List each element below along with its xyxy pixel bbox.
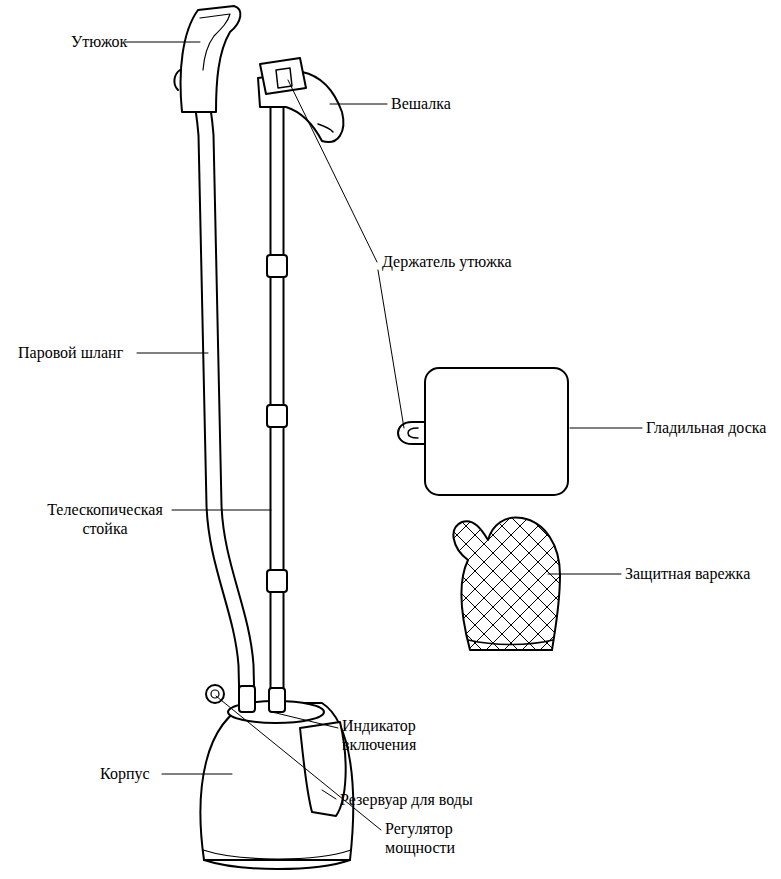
board-clip: [398, 422, 425, 444]
part-label: Резервуар для воды: [340, 790, 473, 809]
board-clip-inner: [408, 428, 418, 438]
ironing-board: [425, 368, 568, 495]
pole-clips: [267, 255, 287, 592]
mitt-cuff: [468, 640, 553, 645]
part-label: Индикатор включения: [342, 716, 452, 754]
base-band: [203, 850, 351, 859]
part-label: Регулятор мощности: [385, 819, 495, 857]
pole-outline: [270, 100, 285, 705]
mitt-pattern: [332, 500, 780, 660]
iron-holder-slot: [276, 68, 292, 88]
base-bottom: [204, 860, 350, 869]
iron-holder: [260, 58, 306, 94]
water-tank: [300, 722, 346, 816]
part-label: Гладильная доска: [646, 418, 766, 437]
leader-lines: [125, 42, 642, 830]
base-body: [200, 703, 353, 860]
iron-highlight: [200, 14, 230, 70]
part-label: Корпус: [100, 764, 150, 783]
iron-nub: [174, 70, 180, 90]
hose-socket: [239, 686, 255, 712]
hose-fill: [198, 80, 247, 705]
part-label: Паровой шланг: [18, 343, 123, 362]
part-label: Утюжок: [71, 32, 127, 51]
iron: [181, 6, 241, 112]
power-knob-center: [211, 690, 219, 698]
part-label: Защитная варежка: [625, 564, 750, 583]
pole-fill: [272, 100, 283, 705]
part-label: Держатель утюжка: [382, 252, 512, 271]
part-label: Вешалка: [391, 94, 451, 113]
part-label: Телескопическая стойка: [40, 500, 170, 538]
hanger-slot: [318, 124, 333, 132]
hose-outline: [198, 80, 247, 705]
pole-socket: [269, 688, 285, 712]
